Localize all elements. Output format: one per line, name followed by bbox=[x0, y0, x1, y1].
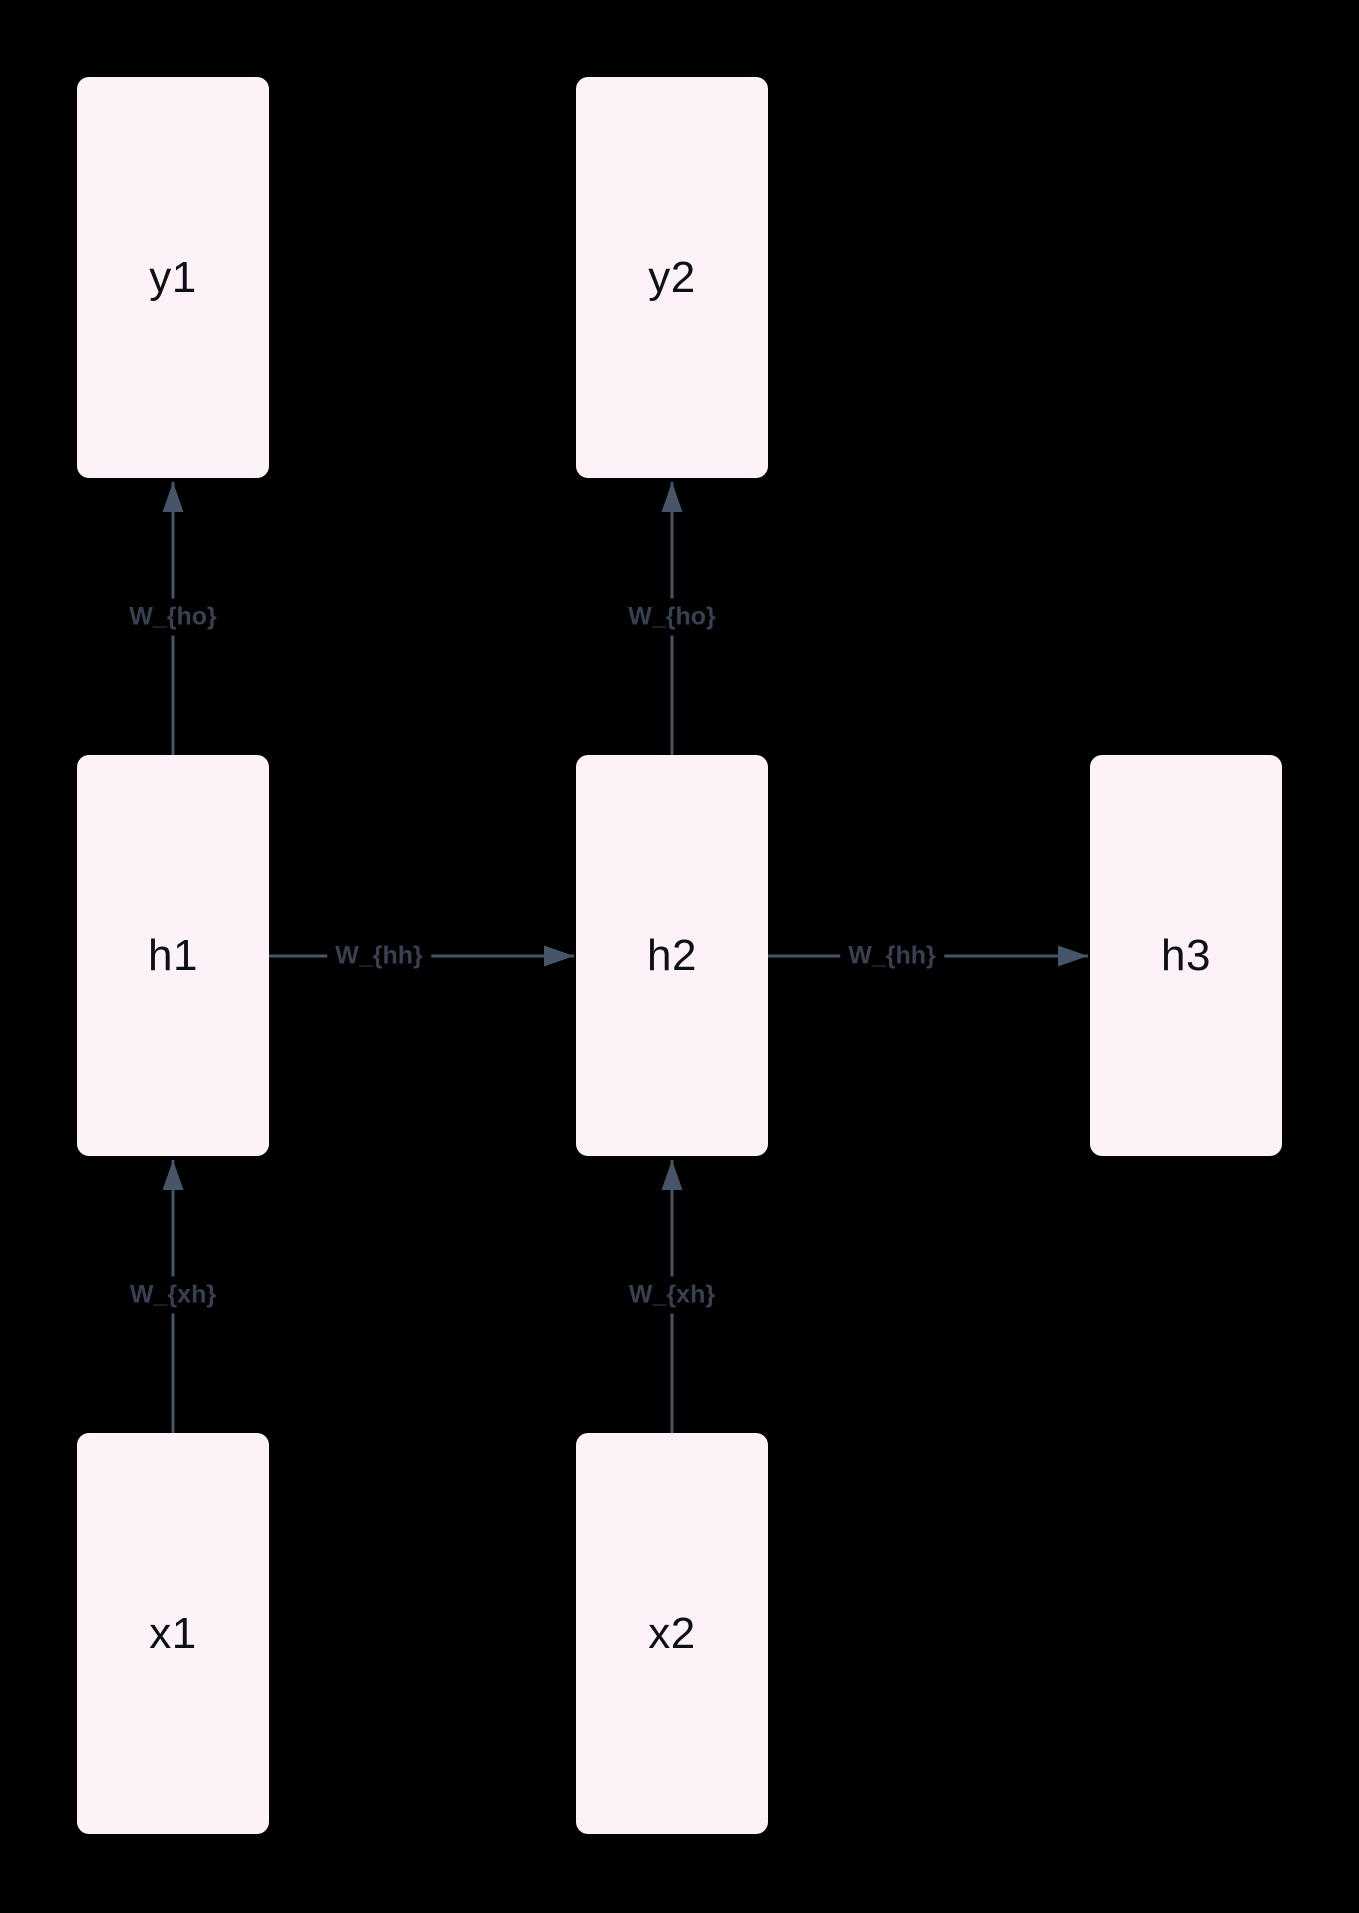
edge-label-h2-h3: W_{hh} bbox=[840, 937, 944, 975]
node-h2: h2 bbox=[576, 755, 768, 1156]
node-x1: x1 bbox=[77, 1433, 269, 1834]
node-h3: h3 bbox=[1090, 755, 1282, 1156]
edge-label-x2-h2: W_{xh} bbox=[620, 1276, 724, 1314]
node-h1: h1 bbox=[77, 755, 269, 1156]
edge-label-h1-h2: W_{hh} bbox=[327, 937, 431, 975]
node-y2-label: y2 bbox=[648, 252, 696, 302]
edge-label-x1-h1: W_{xh} bbox=[121, 1276, 225, 1314]
node-y1-label: y1 bbox=[149, 252, 197, 302]
node-h1-label: h1 bbox=[148, 930, 198, 980]
node-h2-label: h2 bbox=[647, 930, 697, 980]
edge-label-h2-y2: W_{ho} bbox=[620, 598, 724, 636]
node-x2: x2 bbox=[576, 1433, 768, 1834]
node-x2-label: x2 bbox=[648, 1608, 696, 1658]
node-y1: y1 bbox=[77, 77, 269, 478]
node-h3-label: h3 bbox=[1161, 930, 1211, 980]
edge-label-h1-y1: W_{ho} bbox=[121, 598, 225, 636]
node-y2: y2 bbox=[576, 77, 768, 478]
node-x1-label: x1 bbox=[149, 1608, 197, 1658]
